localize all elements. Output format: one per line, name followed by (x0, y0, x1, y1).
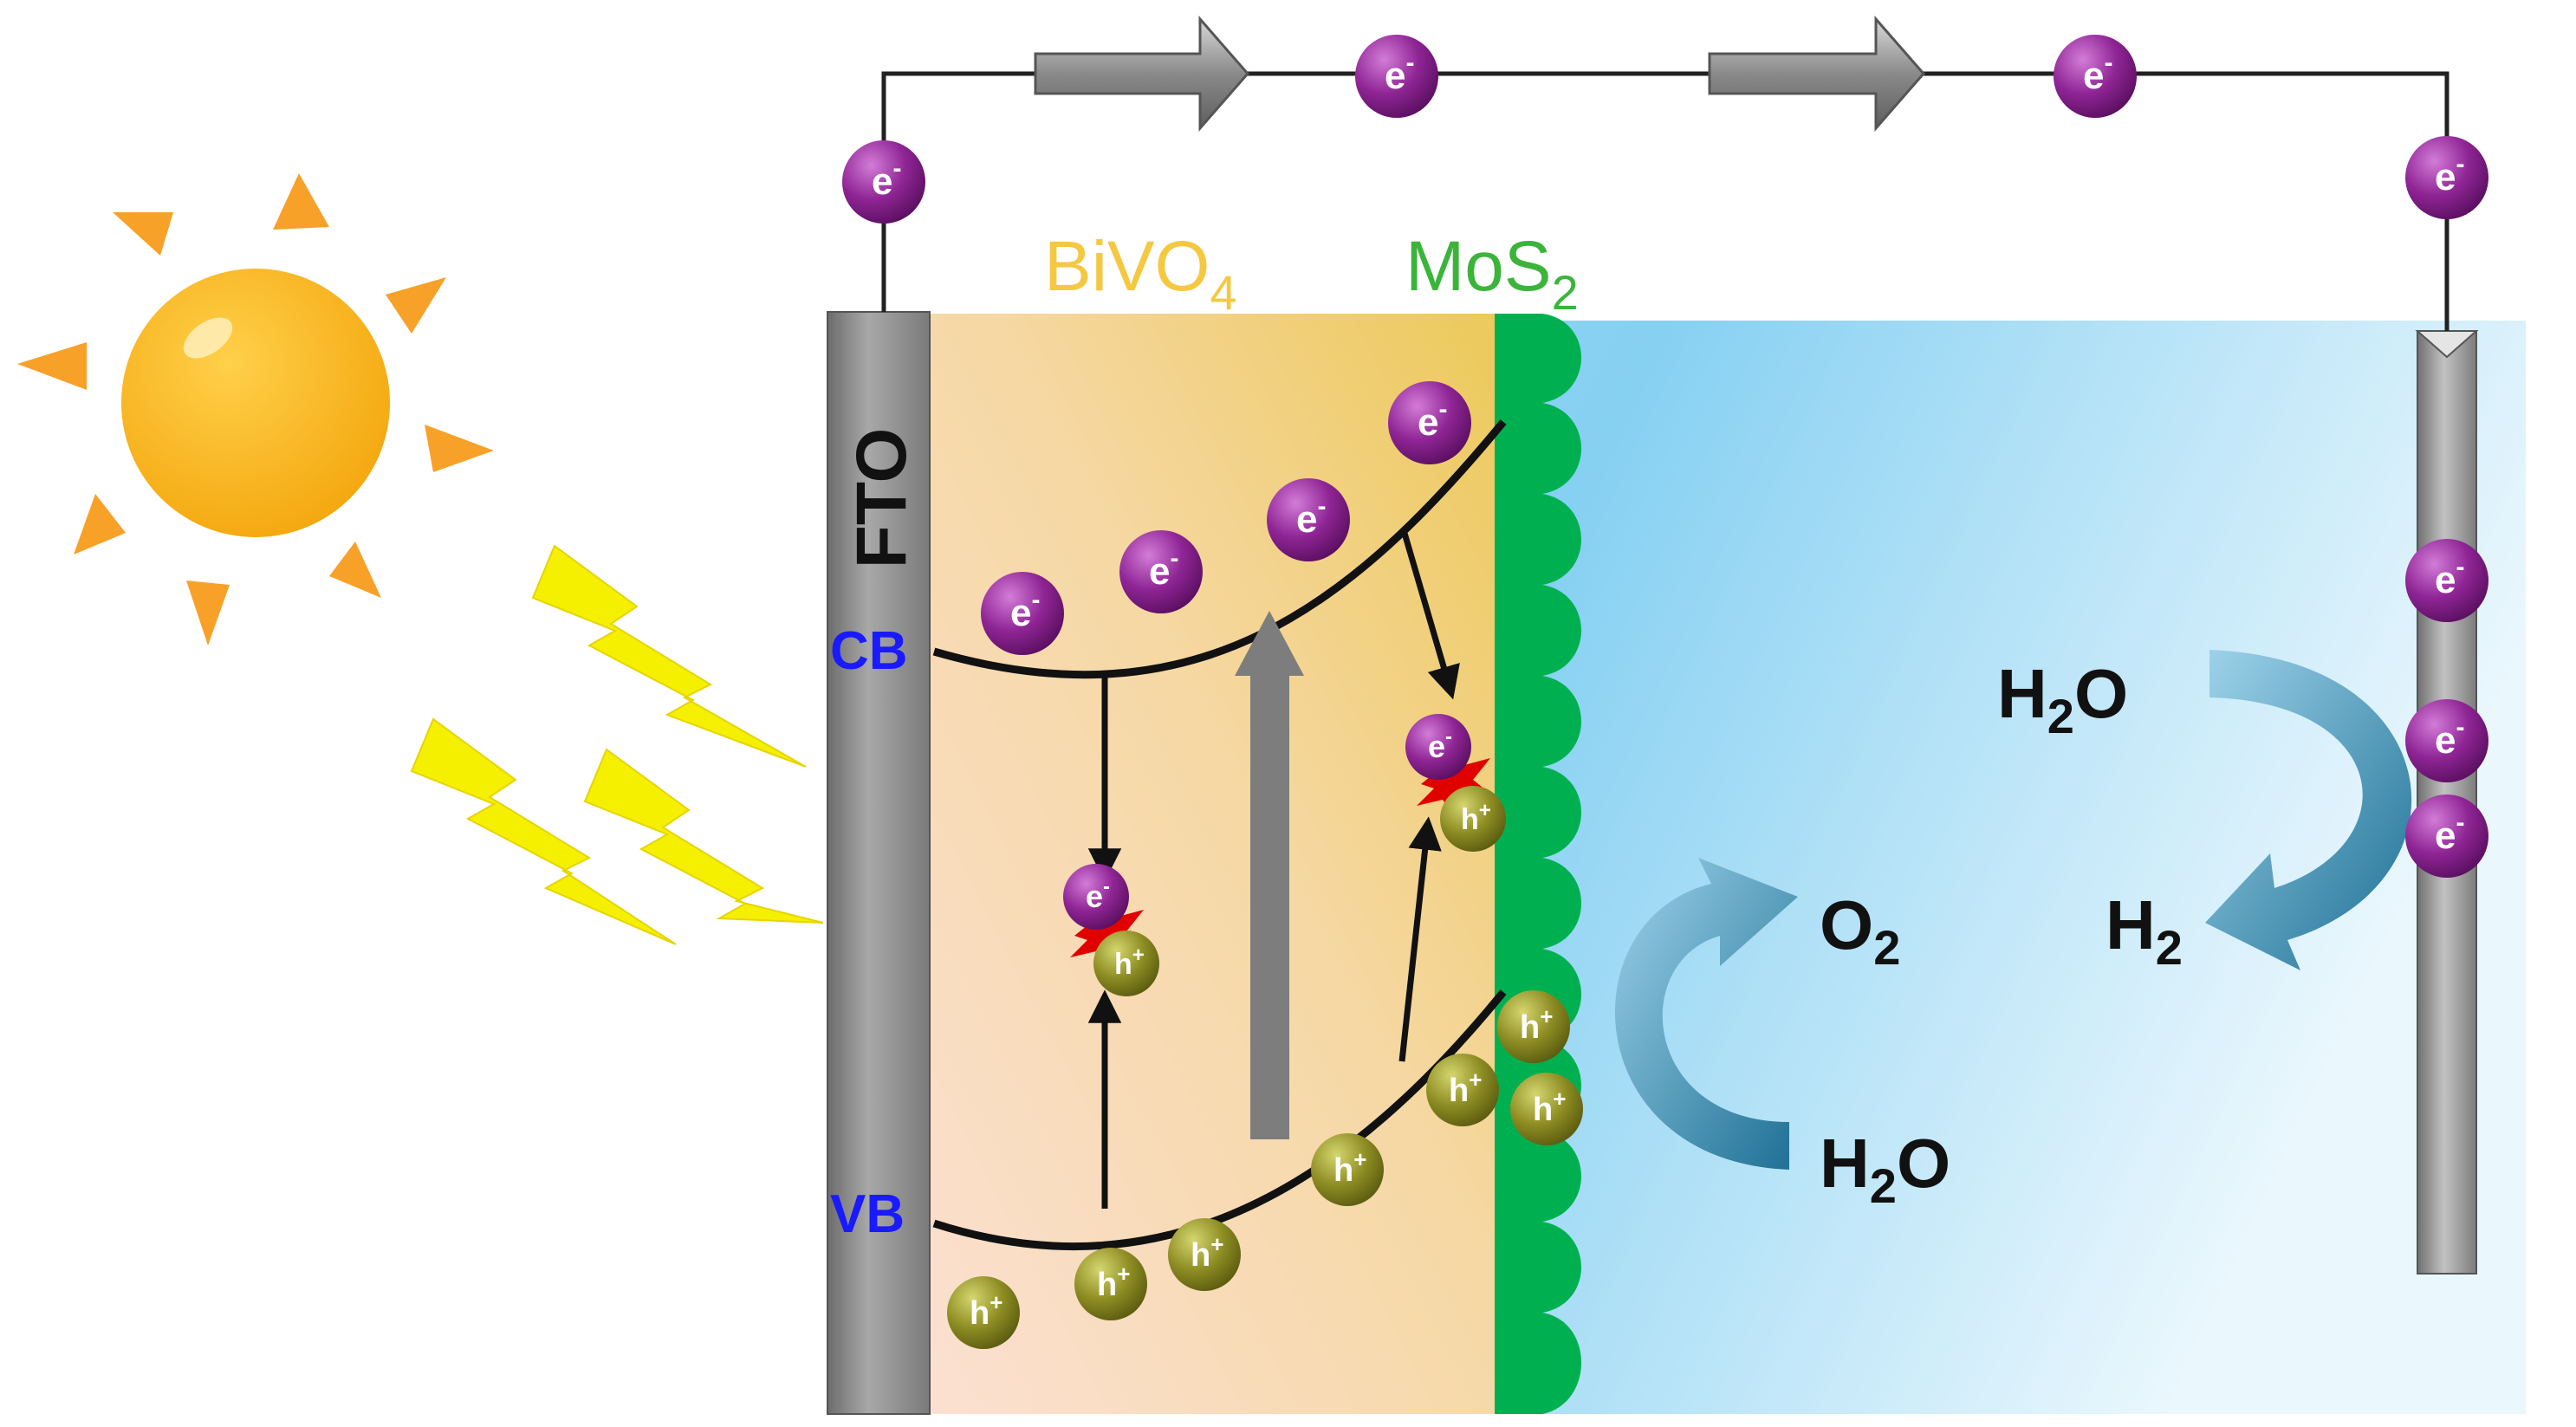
sun-highlight (183, 317, 233, 359)
svg-text:e-: e- (1418, 395, 1447, 444)
svg-text:e-: e- (1010, 586, 1040, 634)
svg-text:h+: h+ (1533, 1086, 1566, 1128)
svg-text:h+: h+ (1520, 1003, 1553, 1046)
sun-ray (273, 173, 329, 230)
excitation-arrow-shaft (1250, 671, 1289, 1139)
electron-carrier: e- (1388, 381, 1471, 464)
electron-carrier: e- (2405, 795, 2488, 878)
hole-carrier: h+ (1510, 1073, 1583, 1145)
hole-carrier: h+ (1497, 990, 1570, 1063)
sun-ray (113, 212, 173, 256)
svg-text:e-: e- (2083, 49, 2112, 97)
electron-carrier: e- (2405, 136, 2488, 219)
flow-arrow-2 (1708, 16, 1925, 132)
lightning-bolt-1 (531, 544, 807, 768)
svg-text:e-: e- (872, 154, 901, 203)
hole-carrier: h+ (1093, 931, 1159, 996)
hole-carrier: h+ (1426, 1054, 1499, 1126)
recombination-burst-right (1417, 745, 1495, 819)
electron-carrier: e- (2405, 699, 2488, 782)
fto-electrode (827, 311, 931, 1415)
electron-carrier: e- (1405, 714, 1471, 780)
curved-arrow-icon (1614, 858, 1798, 1170)
block-arrow-right-icon (1034, 16, 1249, 132)
fto-label: FTO (842, 428, 921, 568)
electron-carrier: e- (2054, 35, 2137, 118)
svg-text:h+: h+ (1333, 1146, 1366, 1189)
lightning-bolt-3 (583, 748, 824, 924)
arrow-electron-to-interface (1400, 529, 1460, 700)
svg-text:e-: e- (1296, 492, 1326, 541)
svg-text:e-: e- (2435, 713, 2464, 762)
svg-text:e-: e- (2435, 808, 2464, 857)
hole-carrier: h+ (947, 1276, 1020, 1349)
lightning-icon (410, 544, 824, 945)
h2-label: H2 (2106, 886, 2183, 975)
hole-carrier: h+ (1074, 1248, 1147, 1320)
vb-label: VB (830, 1184, 905, 1244)
sun-disk (121, 269, 390, 537)
sun-ray (329, 542, 381, 598)
sun-icon (17, 173, 494, 645)
bivo4-label: BiVO4 (1044, 227, 1237, 320)
excitation-arrow (1235, 611, 1304, 1139)
recombination-burst-left (1070, 897, 1148, 970)
electron-carrier: e- (1119, 530, 1203, 613)
excitation-arrow-head (1235, 611, 1304, 676)
arrow-interface-up (1398, 816, 1442, 1062)
electron-carrier: e- (981, 572, 1064, 655)
svg-text:h+: h+ (1461, 799, 1491, 836)
svg-text:h+: h+ (1191, 1231, 1223, 1274)
flow-arrow-1 (1034, 16, 1249, 132)
svg-text:h+: h+ (1449, 1067, 1482, 1109)
mos2-label: MoS2 (1405, 227, 1579, 320)
svg-text:e-: e- (1428, 725, 1452, 764)
sun-ray (386, 277, 446, 334)
svg-text:h+: h+ (970, 1289, 1002, 1332)
svg-text:e-: e- (1385, 49, 1414, 97)
svg-text:h+: h+ (1097, 1261, 1130, 1303)
sun-ray (17, 342, 87, 390)
sun-ray (186, 581, 230, 645)
electron-carrier: e- (1063, 864, 1129, 930)
svg-text:e-: e- (1149, 544, 1178, 593)
electron-carrier: e- (1355, 35, 1438, 118)
hole-carrier: h+ (1440, 786, 1506, 852)
lightning-bolt-2 (410, 717, 677, 945)
svg-text:e-: e- (2435, 553, 2464, 601)
hole-carrier: h+ (1168, 1218, 1241, 1291)
electron-carrier: e- (842, 140, 925, 224)
sun-ray (74, 494, 126, 555)
h2o-top-label: H2O (1997, 655, 2128, 743)
hole-carrier: h+ (1311, 1133, 1384, 1206)
h2o-bottom-label: H2O (1820, 1125, 1950, 1213)
cb-label: CB (830, 621, 908, 681)
electron-carrier: e- (1267, 478, 1350, 561)
block-arrow-right-icon (1708, 16, 1925, 132)
svg-text:e-: e- (1086, 875, 1110, 914)
sun-ray (425, 425, 494, 472)
svg-text:h+: h+ (1114, 944, 1145, 981)
electron-carrier: e- (2405, 539, 2488, 622)
o2-label: O2 (1820, 886, 1900, 975)
curved-arrow-icon (2205, 650, 2412, 970)
svg-text:e-: e- (2435, 150, 2464, 198)
